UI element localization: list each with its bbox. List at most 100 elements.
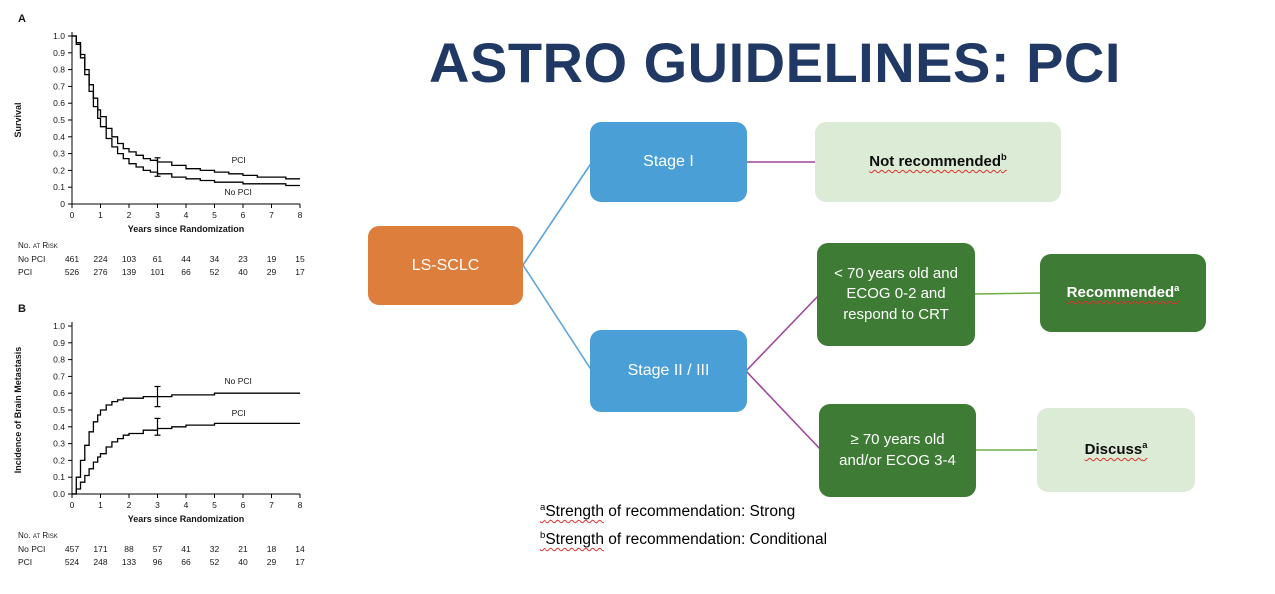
svg-text:6: 6: [241, 210, 246, 220]
svg-text:17: 17: [295, 557, 305, 567]
svg-text:No PCI: No PCI: [18, 254, 45, 264]
node-stage-ii-iii: Stage II / III: [590, 330, 747, 412]
svg-text:Years since Randomization: Years since Randomization: [128, 224, 245, 234]
svg-text:0.5: 0.5: [53, 115, 65, 125]
node-label-text: Discuss: [1084, 440, 1143, 458]
footnote-word: Strength: [545, 503, 604, 520]
svg-text:32: 32: [210, 544, 220, 554]
footnote-marker: a: [1142, 439, 1148, 450]
svg-text:PCI: PCI: [18, 557, 32, 567]
svg-text:5: 5: [212, 210, 217, 220]
footnote-text: of recommendation: Strong: [603, 503, 796, 520]
svg-text:88: 88: [124, 544, 134, 554]
footnote-b-lead: bStrength: [540, 531, 604, 548]
node-discuss: Discussa: [1037, 408, 1195, 492]
node-label: Stage II / III: [627, 362, 710, 380]
svg-text:0.9: 0.9: [53, 338, 65, 348]
svg-text:1.0: 1.0: [53, 321, 65, 331]
svg-text:461: 461: [65, 254, 79, 264]
node-label: Recommendeda: [1067, 283, 1180, 303]
edge-root-to-stage1: [522, 161, 593, 266]
svg-text:No PCI: No PCI: [224, 187, 251, 197]
svg-text:No. at Risk: No. at Risk: [18, 241, 58, 250]
svg-text:0.9: 0.9: [53, 48, 65, 58]
node-label: < 70 years old and ECOG 0-2 and respond …: [834, 264, 958, 325]
slide-title: ASTRO GUIDELINES: PCI: [429, 31, 1121, 94]
svg-text:61: 61: [153, 254, 163, 264]
svg-text:B: B: [18, 303, 26, 315]
svg-text:0.4: 0.4: [53, 132, 65, 142]
footnote-marker: a: [1174, 282, 1180, 293]
svg-text:276: 276: [93, 267, 107, 277]
svg-text:40: 40: [238, 267, 248, 277]
footnote-b: bStrength of recommendation: Conditional: [540, 531, 827, 549]
svg-text:0.0: 0.0: [53, 489, 65, 499]
svg-text:19: 19: [267, 254, 277, 264]
svg-text:15: 15: [295, 254, 305, 264]
svg-text:4: 4: [184, 500, 189, 510]
footnote-marker: a: [540, 501, 546, 513]
node-label: LS-SCLC: [411, 256, 480, 274]
svg-text:0.7: 0.7: [53, 81, 65, 91]
svg-text:41: 41: [181, 544, 191, 554]
svg-text:139: 139: [122, 267, 136, 277]
svg-text:0.2: 0.2: [53, 455, 65, 465]
svg-text:0: 0: [60, 199, 65, 209]
svg-text:0.6: 0.6: [53, 388, 65, 398]
svg-text:0.7: 0.7: [53, 371, 65, 381]
svg-text:526: 526: [65, 267, 79, 277]
svg-text:7: 7: [269, 500, 274, 510]
svg-text:8: 8: [298, 500, 303, 510]
node-lt70-ecog02-crt: < 70 years old and ECOG 0-2 and respond …: [817, 243, 975, 346]
node-label-line: < 70 years old and: [834, 265, 958, 283]
svg-text:3: 3: [155, 500, 160, 510]
svg-text:Incidence of Brain Metastasis: Incidence of Brain Metastasis: [13, 347, 23, 474]
edge-stage23-to-young: [745, 294, 820, 372]
node-label: Not recommendedb: [869, 152, 1006, 172]
svg-text:A: A: [18, 13, 26, 25]
svg-text:6: 6: [241, 500, 246, 510]
node-label-line: ECOG 0-2 and: [846, 285, 946, 303]
svg-text:0.8: 0.8: [53, 65, 65, 75]
svg-text:29: 29: [267, 557, 277, 567]
svg-text:0: 0: [70, 210, 75, 220]
svg-text:18: 18: [267, 544, 277, 554]
svg-text:No. at Risk: No. at Risk: [18, 531, 58, 540]
svg-text:2: 2: [127, 210, 132, 220]
svg-text:103: 103: [122, 254, 136, 264]
svg-text:0: 0: [70, 500, 75, 510]
svg-text:Survival: Survival: [13, 102, 23, 137]
node-recommended: Recommendeda: [1040, 254, 1206, 332]
svg-text:52: 52: [210, 557, 220, 567]
svg-text:224: 224: [93, 254, 107, 264]
svg-text:57: 57: [153, 544, 163, 554]
footnote-word: Strength: [545, 531, 604, 548]
svg-text:171: 171: [93, 544, 107, 554]
svg-text:52: 52: [210, 267, 220, 277]
svg-text:14: 14: [295, 544, 305, 554]
node-label-line: and/or ECOG 3-4: [839, 451, 956, 469]
svg-text:40: 40: [238, 557, 248, 567]
svg-text:1: 1: [98, 500, 103, 510]
svg-text:44: 44: [181, 254, 191, 264]
node-label: ≥ 70 years old and/or ECOG 3-4: [839, 430, 956, 471]
svg-text:66: 66: [181, 557, 191, 567]
svg-text:0.3: 0.3: [53, 149, 65, 159]
svg-text:457: 457: [65, 544, 79, 554]
svg-text:PCI: PCI: [18, 267, 32, 277]
footnote-text: of recommendation: Conditional: [603, 531, 828, 548]
svg-text:0.4: 0.4: [53, 422, 65, 432]
svg-text:Years since Randomization: Years since Randomization: [128, 514, 245, 524]
svg-text:21: 21: [238, 544, 248, 554]
svg-text:96: 96: [153, 557, 163, 567]
svg-text:7: 7: [269, 210, 274, 220]
node-ls-sclc: LS-SCLC: [368, 226, 523, 305]
svg-text:0.1: 0.1: [53, 472, 65, 482]
svg-text:0.5: 0.5: [53, 405, 65, 415]
node-label-line: respond to CRT: [843, 305, 949, 323]
footnote-marker: b: [540, 529, 546, 541]
svg-text:1.0: 1.0: [53, 31, 65, 41]
